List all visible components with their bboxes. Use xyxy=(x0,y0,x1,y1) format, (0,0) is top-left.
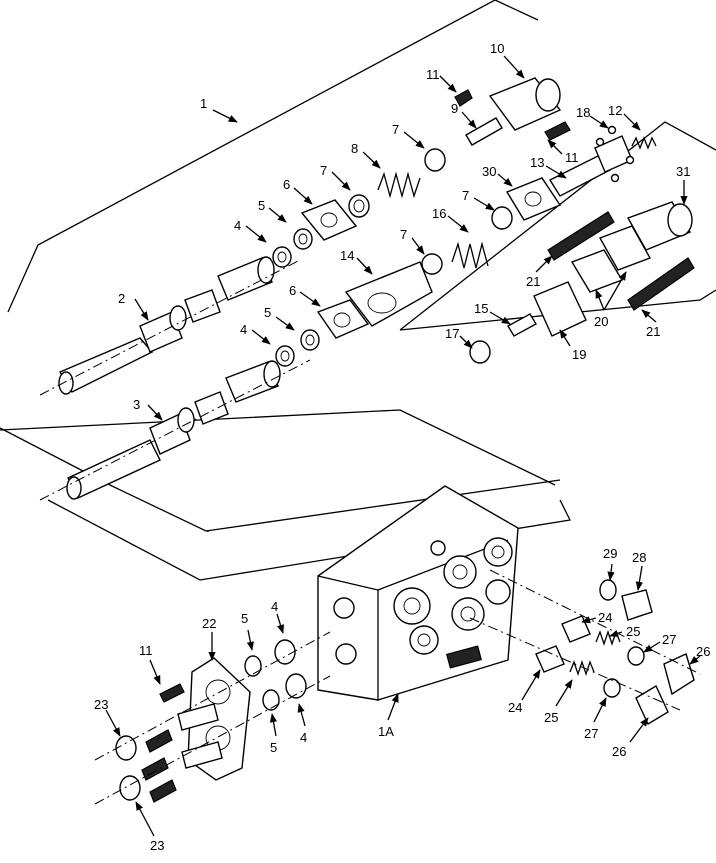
valve-body-1a xyxy=(317,485,519,701)
callout-25b: 25 xyxy=(544,710,558,725)
callout-30: 30 xyxy=(482,164,496,179)
callouts: 1 2 3 4 4 4 4 5 5 5 5 6 6 7 7 7 7 8 xyxy=(94,41,710,853)
callout-14: 14 xyxy=(340,248,354,263)
callout-10: 10 xyxy=(490,41,504,56)
callout-1a: 1A xyxy=(378,724,394,739)
plug-28 xyxy=(621,589,653,621)
callout-19: 19 xyxy=(572,347,586,362)
callout-31: 31 xyxy=(676,164,690,179)
callout-4c: 4 xyxy=(271,599,278,614)
plate-30 xyxy=(505,177,562,221)
callout-8: 8 xyxy=(351,141,358,156)
callout-5a: 5 xyxy=(258,198,265,213)
seal-set-lower xyxy=(275,299,370,367)
callout-6a: 6 xyxy=(283,177,290,192)
seal-29 xyxy=(599,579,617,601)
callout-7d: 7 xyxy=(462,188,469,203)
callout-24b: 24 xyxy=(508,700,522,715)
callout-5c: 5 xyxy=(241,611,248,626)
poppet-24-lower xyxy=(535,645,565,673)
callout-2: 2 xyxy=(118,291,125,306)
callout-21a: 21 xyxy=(526,274,540,289)
bolt-21-b xyxy=(627,257,695,311)
callout-26a: 26 xyxy=(696,644,710,659)
spring-12 xyxy=(631,136,657,150)
callout-27b: 27 xyxy=(584,726,598,741)
callout-27a: 27 xyxy=(662,632,676,647)
callout-16: 16 xyxy=(432,206,446,221)
callout-11a: 11 xyxy=(426,67,440,82)
seal-27-upper xyxy=(627,646,645,666)
bolt-11-a xyxy=(454,89,473,107)
seal-27-lower xyxy=(603,678,621,698)
callout-28: 28 xyxy=(632,550,646,565)
shaft-13 xyxy=(548,125,635,197)
cap-10 xyxy=(488,77,562,131)
callout-7b: 7 xyxy=(320,163,327,178)
poppet-24-upper xyxy=(561,615,591,643)
bolt-23-a xyxy=(145,729,173,753)
callout-11b: 11 xyxy=(565,150,579,165)
callout-9: 9 xyxy=(451,101,458,116)
bolt-23-c xyxy=(141,757,169,781)
retainer-7-lower xyxy=(421,253,443,275)
callout-7a: 7 xyxy=(392,122,399,137)
callout-26b: 26 xyxy=(612,744,626,759)
spring-25-lower xyxy=(569,659,595,677)
plug-26-lower xyxy=(635,684,669,726)
callout-7c: 7 xyxy=(400,227,407,242)
spool-lower xyxy=(66,360,281,500)
pin-9 xyxy=(465,117,503,146)
callout-21b: 21 xyxy=(646,324,660,339)
callout-5b: 5 xyxy=(264,305,271,320)
callout-18: 18 xyxy=(576,105,590,120)
seal-5-upper xyxy=(244,655,262,677)
callout-29: 29 xyxy=(603,546,617,561)
retainer-7-upper xyxy=(424,148,446,172)
plate-20-a xyxy=(598,225,652,271)
callout-4b: 4 xyxy=(240,322,247,337)
callout-17: 17 xyxy=(445,326,459,341)
callout-6b: 6 xyxy=(289,283,296,298)
spring-8 xyxy=(377,171,421,199)
spring-16 xyxy=(451,241,489,269)
callout-23b: 23 xyxy=(150,838,164,853)
fitting-23-lower xyxy=(119,775,141,801)
bolt-11-b xyxy=(544,121,571,141)
callout-4d: 4 xyxy=(300,730,307,745)
callout-13: 13 xyxy=(530,155,544,170)
spool-upper xyxy=(58,256,275,395)
plug-17 xyxy=(469,340,491,364)
callout-3: 3 xyxy=(133,397,140,412)
callout-12: 12 xyxy=(608,103,622,118)
bolt-11-c xyxy=(159,683,185,703)
callout-11c: 11 xyxy=(139,643,153,658)
callout-20: 20 xyxy=(594,314,608,329)
callout-24a: 24 xyxy=(598,610,612,625)
callout-25a: 25 xyxy=(626,624,640,639)
callout-22: 22 xyxy=(202,616,216,631)
seal-4-upper xyxy=(274,639,296,665)
cover-22 xyxy=(177,657,251,781)
cap-14 xyxy=(344,261,433,327)
callout-5d: 5 xyxy=(270,740,277,755)
sleeve-19 xyxy=(533,281,587,337)
callout-15: 15 xyxy=(474,301,488,316)
cap-31 xyxy=(626,201,693,251)
seal-set-upper xyxy=(272,194,370,268)
plug-26-upper xyxy=(663,653,695,696)
pin-15 xyxy=(507,313,537,337)
callout-23a: 23 xyxy=(94,697,108,712)
center-lines xyxy=(39,259,701,805)
seal-5-lower xyxy=(262,689,280,711)
callout-4a: 4 xyxy=(234,218,241,233)
bolt-23-b xyxy=(149,779,177,803)
callout-1: 1 xyxy=(200,96,207,111)
retainer-7-mid xyxy=(491,206,513,230)
